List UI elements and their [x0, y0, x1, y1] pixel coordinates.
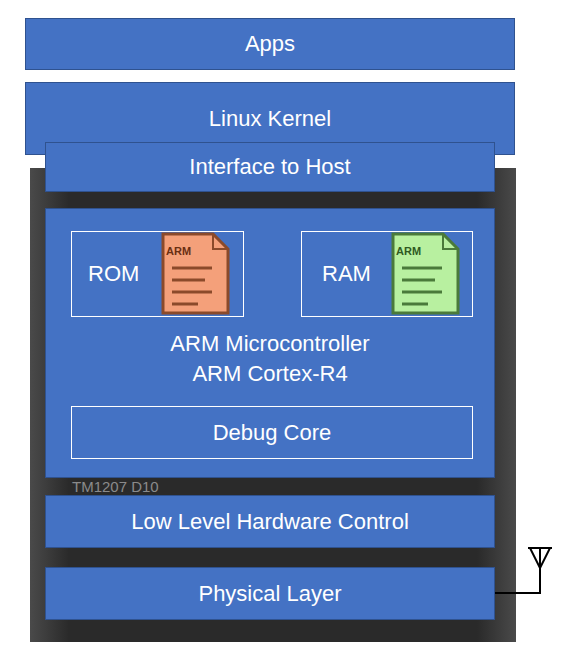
text-holder: Physical Layer	[46, 568, 494, 619]
layer-band: Apps	[25, 18, 515, 70]
node-label: Low Level Hardware Control	[131, 507, 409, 537]
antenna-bar	[528, 547, 552, 549]
node-label: Interface to Host	[189, 152, 350, 182]
node-label: RAM	[322, 259, 371, 289]
chip-body	[30, 168, 516, 642]
text-holder: Apps	[26, 19, 514, 69]
file-fold	[443, 234, 458, 249]
text-holder: Interface to Host	[46, 143, 494, 191]
layer-band: Interface to Host	[45, 142, 495, 192]
node-label: Apps	[245, 29, 295, 59]
file-shape	[163, 234, 228, 313]
file-tag: ARM	[396, 245, 421, 257]
node-label: ARM Microcontroller ARM Cortex-R4	[156, 329, 384, 389]
file-shape	[393, 234, 458, 313]
rom-file-icon	[163, 234, 228, 313]
file-tag: ARM	[166, 245, 191, 257]
text-holder: Debug Core	[72, 407, 472, 458]
ram-file-icon	[393, 234, 458, 313]
debug-box: Debug Core	[71, 406, 473, 459]
node-label: ROM	[88, 259, 139, 289]
layer-band: Low Level Hardware Control	[45, 495, 495, 548]
antenna-symbol	[495, 548, 552, 593]
file-lines	[402, 268, 442, 304]
node-label: Linux Kernel	[209, 104, 331, 134]
antenna-wire	[495, 548, 540, 593]
node-label: Debug Core	[213, 418, 332, 448]
antenna-arm	[540, 548, 550, 568]
text-holder: Low Level Hardware Control	[46, 496, 494, 547]
text-holder: ARM Microcontroller ARM Cortex-R4	[46, 329, 494, 389]
node-label: Physical Layer	[198, 579, 341, 609]
file-fold	[213, 234, 228, 249]
chip-marking: TM1207 D10	[72, 479, 159, 495]
layer-band: Physical Layer	[45, 567, 495, 620]
antenna-arm	[530, 548, 540, 568]
file-lines	[172, 268, 212, 304]
